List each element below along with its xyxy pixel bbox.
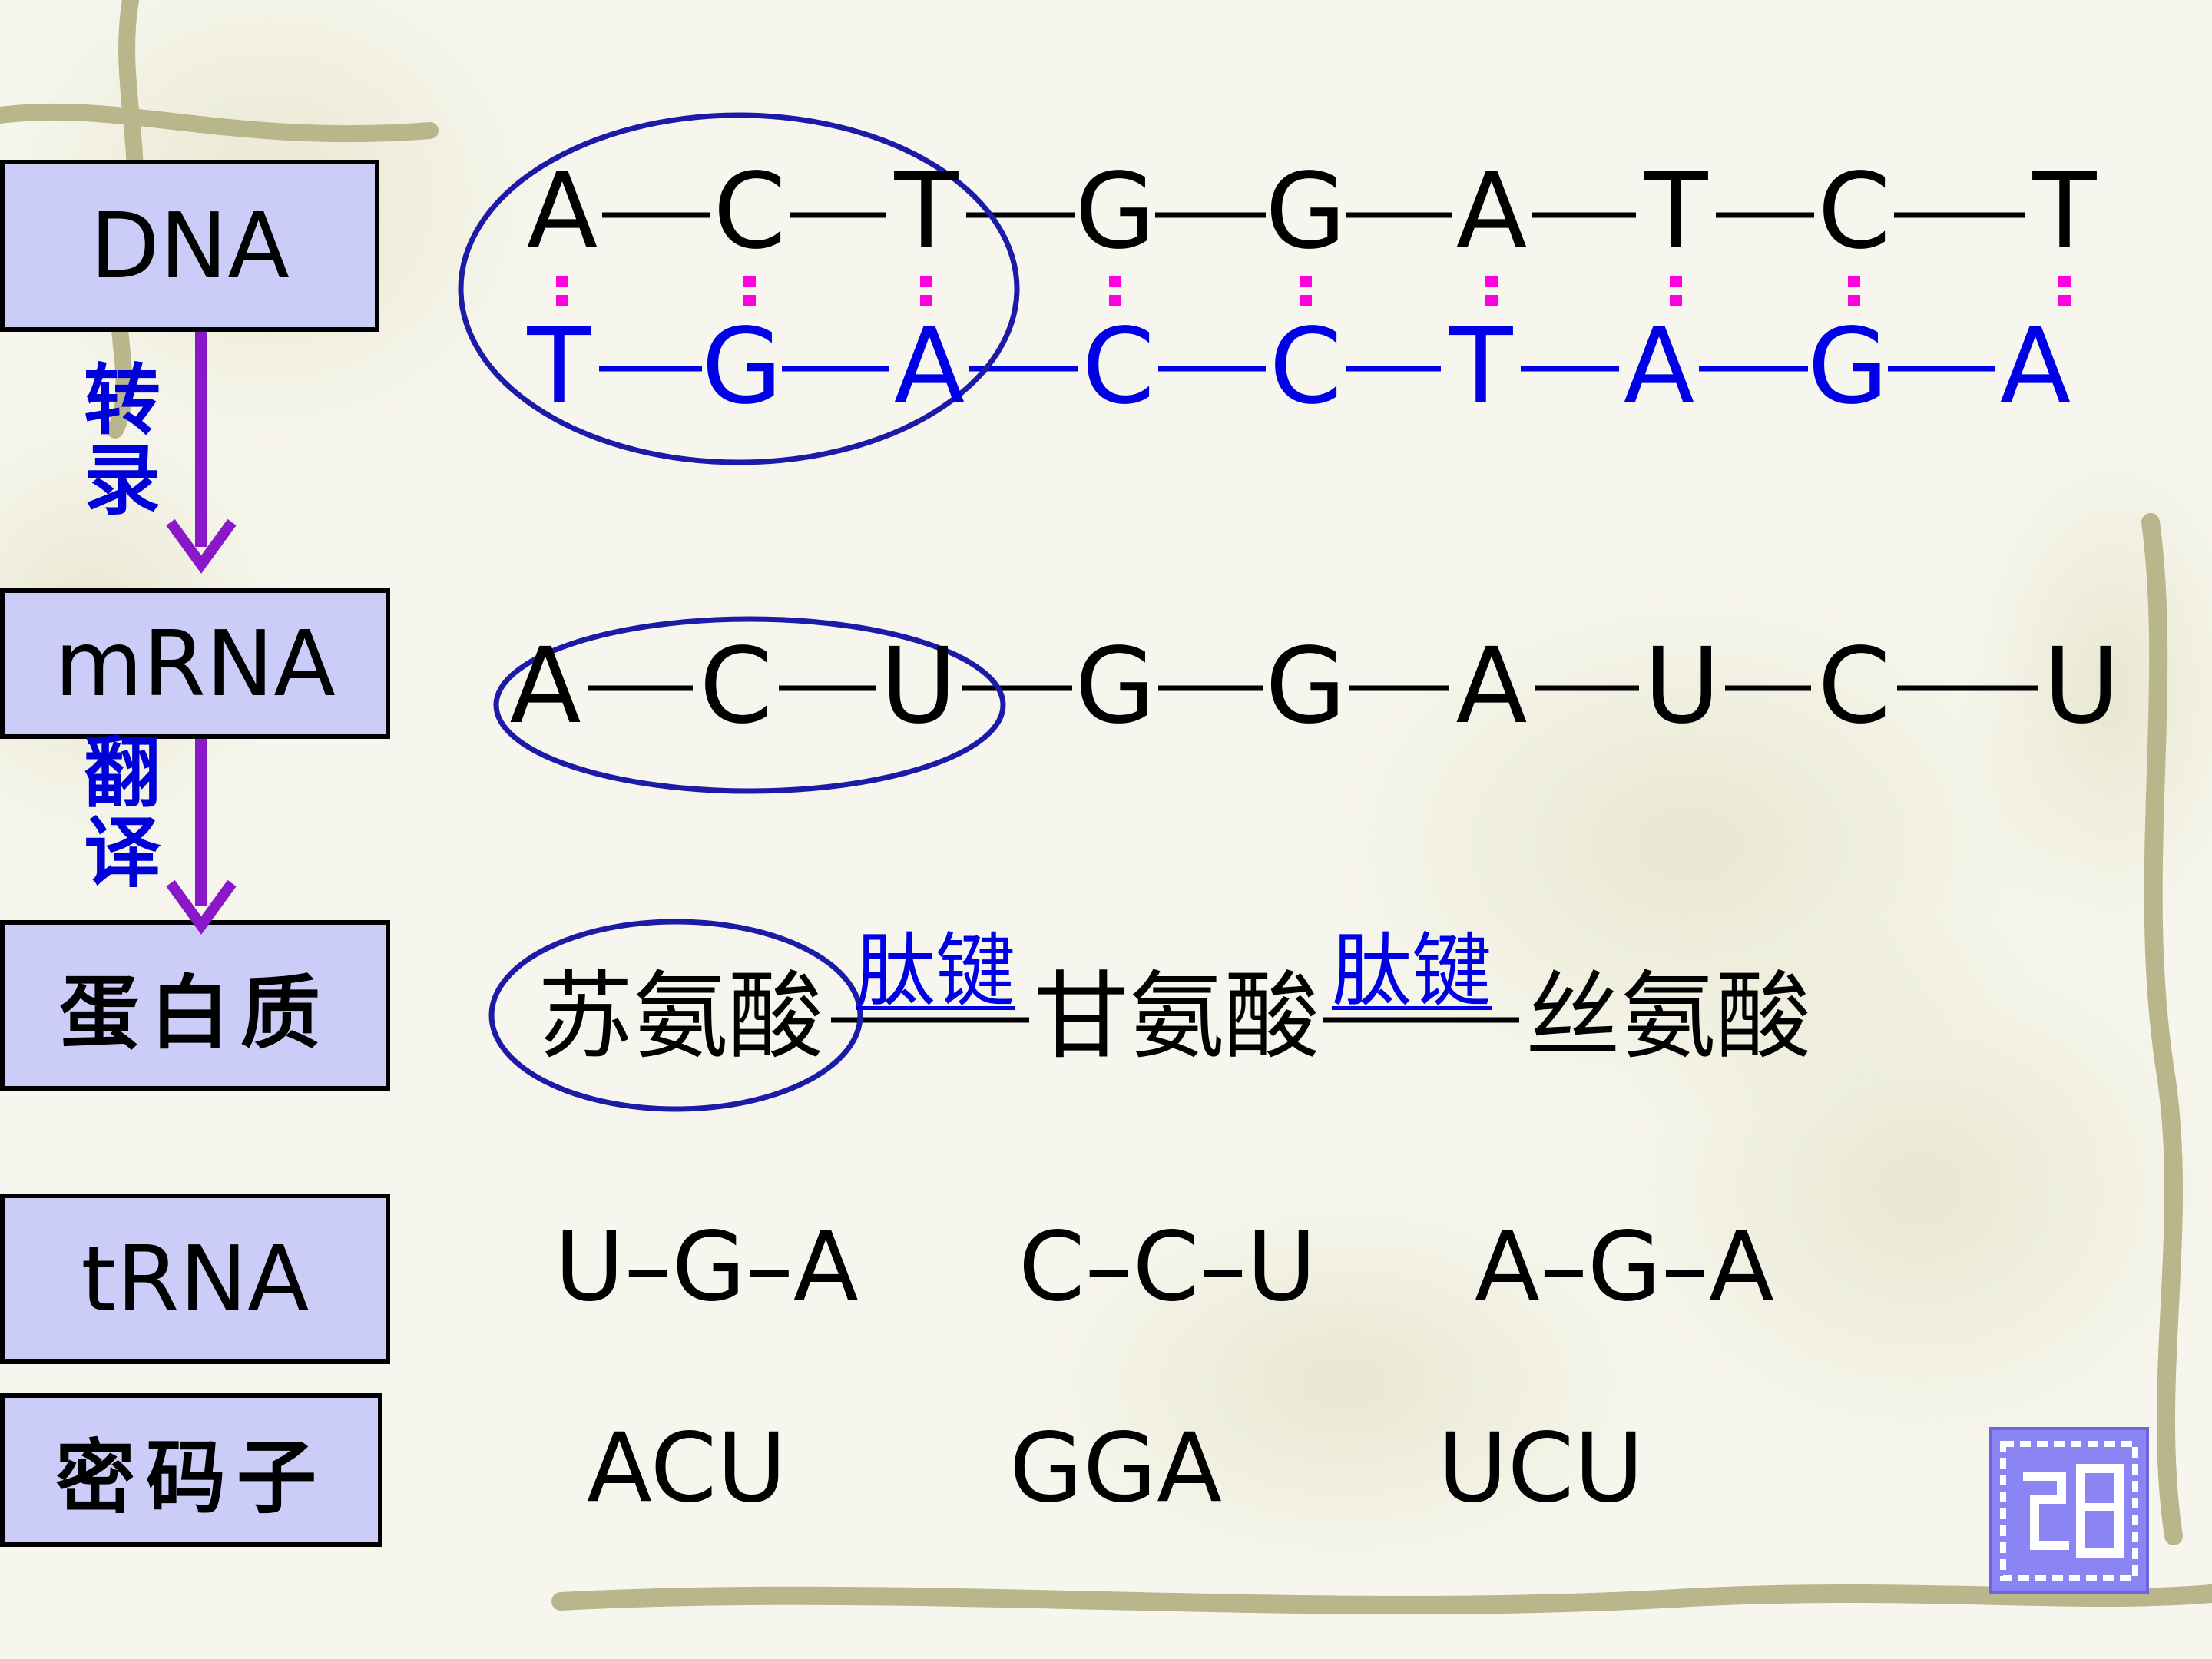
mrna-label: mRNA: [0, 588, 390, 739]
dna-bottom-base: A: [893, 306, 965, 428]
mrna-label-text: mRNA: [55, 611, 336, 717]
dna-label: DNA: [0, 160, 379, 332]
dna-top-base: T: [894, 151, 959, 273]
dna-top-base: T: [2032, 151, 2097, 273]
translation-label: 翻译: [84, 728, 161, 898]
dna-top-base: C: [713, 151, 786, 273]
trna-label: tRNA: [0, 1194, 390, 1364]
pair-dot: [556, 276, 568, 287]
amino-acid-1: 苏氨酸: [538, 962, 824, 1072]
codon-label: 密码子: [0, 1393, 382, 1547]
peptide-bond-label-2: 肽键: [1332, 924, 1492, 1018]
mrna-base: A: [1455, 626, 1528, 747]
dna-bottom-base: A: [1999, 306, 2071, 428]
mrna-base: G: [1265, 626, 1346, 747]
pair-dot: [920, 276, 932, 287]
codon-3: UCU: [1438, 1413, 1644, 1524]
protein-label-text: 蛋白质: [58, 965, 331, 1060]
dna-top-base: A: [1455, 151, 1528, 273]
amino-acid-circle: [488, 919, 863, 1112]
pair-dot: [1300, 295, 1312, 306]
trna-label-text: tRNA: [81, 1226, 310, 1332]
mrna-base: A: [509, 626, 581, 747]
mrna-codon-circle: [493, 616, 1006, 794]
peptide-bond-label-1: 肽键: [856, 924, 1016, 1018]
dna-bottom-base: T: [1449, 306, 1513, 428]
trna-anticodon-3: A–G–A: [1475, 1212, 1774, 1323]
dna-bottom-base: C: [1081, 306, 1155, 428]
pair-dot: [2058, 295, 2071, 306]
codon-label-text: 密码子: [55, 1430, 327, 1525]
pair-dot: [1848, 295, 1860, 306]
dna-bottom-base: G: [1807, 306, 1889, 428]
pair-dot: [743, 276, 756, 287]
amino-acid-2: 甘氨酸: [1034, 962, 1320, 1072]
transcription-arrowhead: [166, 518, 237, 574]
return-button[interactable]: [1989, 1427, 2149, 1594]
pair-dot: [1300, 276, 1312, 287]
pair-dot: [1485, 276, 1498, 287]
trna-anticodon-1: U–G–A: [555, 1212, 859, 1323]
dna-bottom-base: C: [1269, 306, 1343, 428]
mrna-base: U: [880, 626, 957, 747]
dna-top-base: A: [526, 151, 598, 273]
trna-anticodon-2: C–C–U: [1018, 1212, 1316, 1323]
pair-dot: [1670, 295, 1682, 306]
dna-top-base: T: [1644, 151, 1708, 273]
dna-triplet-circle: [458, 112, 1020, 465]
dna-top-base: C: [1817, 151, 1891, 273]
dna-label-text: DNA: [90, 193, 290, 299]
dna-top-base: G: [1265, 151, 1346, 273]
translation-arrowhead: [166, 879, 237, 935]
dna-bottom-base: T: [527, 306, 591, 428]
codon-1: ACU: [587, 1413, 786, 1524]
pair-dot: [2058, 276, 2071, 287]
pair-dot: [743, 295, 756, 306]
pair-dot: [920, 295, 932, 306]
pair-dot: [1670, 276, 1682, 287]
dna-bottom-base: A: [1623, 306, 1695, 428]
codon-2: GGA: [1009, 1413, 1223, 1524]
pair-dot: [1109, 276, 1121, 287]
mrna-base: C: [1817, 626, 1891, 747]
pair-dot: [556, 295, 568, 306]
mrna-base: G: [1075, 626, 1156, 747]
mrna-base: U: [1644, 626, 1720, 747]
mrna-base: C: [699, 626, 773, 747]
base-pair-dots: [556, 276, 2071, 306]
amino-acid-3: 丝氨酸: [1525, 962, 1812, 1072]
pair-dot: [1109, 295, 1121, 306]
transcription-label: 转录: [84, 356, 161, 525]
dna-bottom-base: G: [701, 306, 783, 428]
dna-top-base: G: [1075, 151, 1156, 273]
return-button-icon: [2000, 1441, 2138, 1581]
pair-dot: [1485, 295, 1498, 306]
protein-label: 蛋白质: [0, 920, 390, 1091]
pair-dot: [1848, 276, 1860, 287]
mrna-base: U: [2043, 626, 2120, 747]
